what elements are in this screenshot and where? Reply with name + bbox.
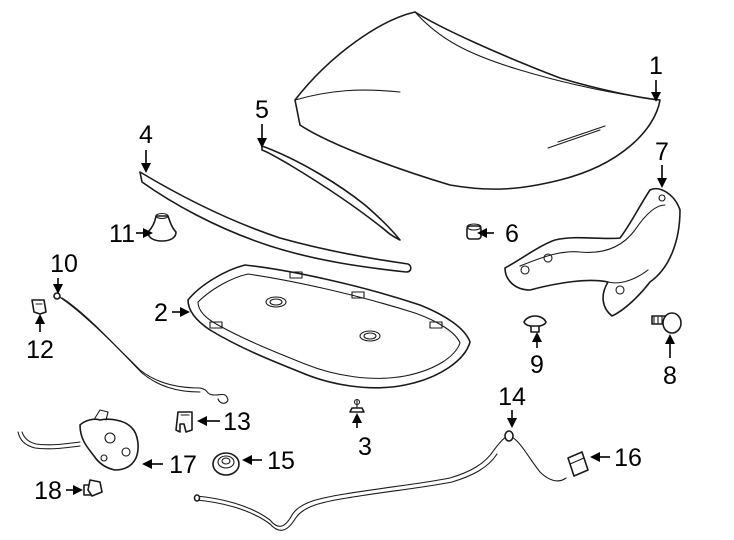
callout-8: 8 [663, 362, 677, 390]
part-bracket-clip [175, 411, 193, 433]
callout-11: 11 [109, 220, 135, 248]
part-hood-hinge [504, 188, 681, 317]
part-push-pin [523, 315, 547, 333]
part-prop-rod [53, 292, 229, 404]
part-bumper-stop [147, 212, 177, 242]
callout-leaders [35, 80, 675, 495]
part-insulator-pad [187, 264, 471, 389]
part-front-seal [261, 145, 401, 241]
part-latch-bolt [83, 479, 103, 497]
callout-13: 13 [223, 408, 251, 436]
part-release-cable [193, 430, 567, 531]
part-release-handle [567, 451, 589, 477]
callout-18: 18 [34, 477, 62, 505]
callout-2: 2 [154, 299, 168, 327]
callout-6: 6 [505, 220, 519, 248]
part-hood-latch [17, 409, 139, 471]
part-small-pin [466, 223, 482, 240]
callout-10: 10 [50, 250, 78, 278]
part-rod-clip [31, 299, 47, 315]
callout-4: 4 [139, 121, 153, 149]
part-hinge-bolt [651, 312, 682, 334]
callout-14: 14 [498, 383, 526, 411]
callout-3: 3 [358, 433, 372, 461]
callout-5: 5 [255, 96, 269, 124]
callout-17: 17 [169, 451, 197, 479]
callout-7: 7 [655, 138, 669, 166]
part-grommet [212, 452, 240, 476]
part-rear-seal [139, 171, 412, 273]
part-hood-panel [294, 11, 661, 190]
callout-9: 9 [530, 351, 544, 379]
callout-15: 15 [267, 447, 295, 475]
callout-12: 12 [26, 336, 54, 364]
callout-labels: 1 2 3 4 5 6 7 8 9 10 11 12 13 14 15 16 1… [26, 52, 677, 505]
callout-16: 16 [614, 444, 642, 472]
part-retainer-clip [349, 398, 365, 413]
callout-1: 1 [649, 52, 663, 80]
